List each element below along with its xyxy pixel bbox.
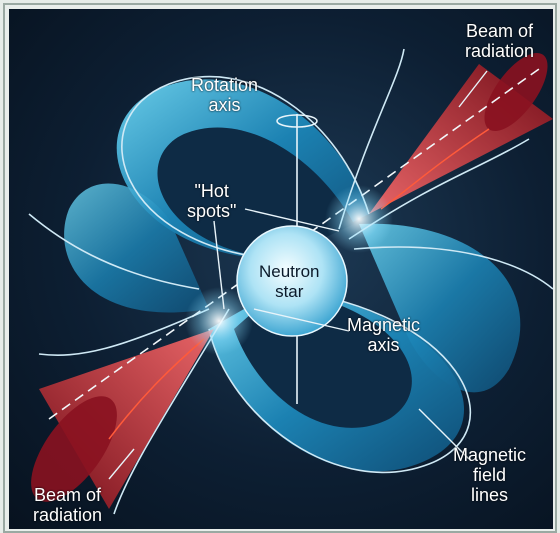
label-leaders — [108, 70, 488, 480]
beam-top-label: Beam of radiation — [465, 21, 535, 61]
beam-bottom-label: Beam of radiation — [33, 485, 103, 525]
rotation-arrow — [276, 114, 318, 128]
hot-spot-lower — [185, 287, 253, 355]
neutron-star-label: Neutron star — [259, 262, 320, 301]
radiation-beam-bottom — [31, 329, 214, 509]
hot-spots-label: "Hot spots" — [187, 181, 237, 221]
magnetic-axis-line — [48, 68, 540, 420]
pulsar-diagram: Rotation axis "Hot spots" Neutron star M… — [9, 9, 553, 529]
diagram-frame: Rotation axis "Hot spots" Neutron star M… — [3, 3, 557, 533]
hot-spot-upper — [325, 185, 393, 253]
neutron-star — [236, 225, 348, 337]
radiation-beam-top — [369, 52, 553, 214]
magnetic-field-lines-label: Magnetic field lines — [453, 445, 527, 505]
rotation-axis-label: Rotation axis — [191, 75, 259, 115]
pulsar-illustration — [28, 48, 553, 515]
magnetic-axis-label: Magnetic axis — [347, 315, 421, 355]
